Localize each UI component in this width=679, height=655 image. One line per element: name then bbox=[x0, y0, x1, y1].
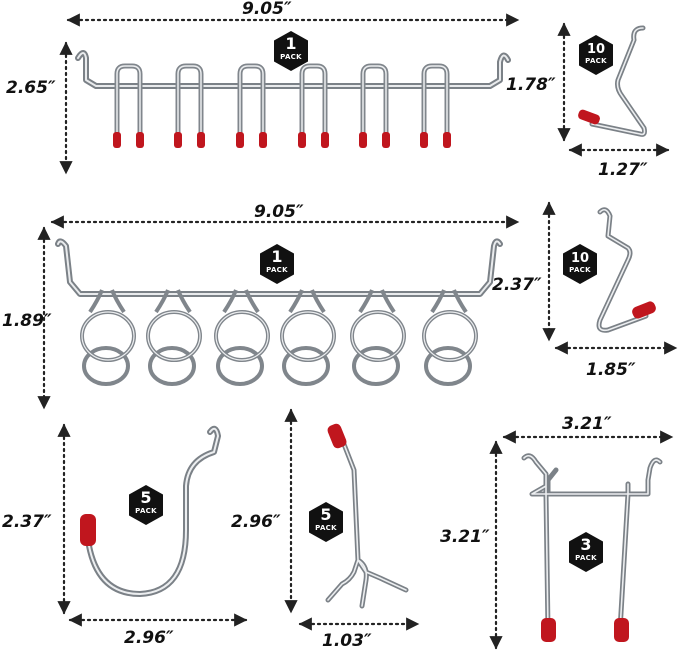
angled-hook-small bbox=[578, 25, 647, 137]
pack-badge-double-prong: 3 PACK bbox=[565, 531, 607, 573]
angled-hook-large bbox=[596, 207, 656, 333]
jhook-width-label: 2.96″ bbox=[124, 628, 174, 648]
ring-hook bbox=[422, 289, 478, 386]
pack-badge-bar2: 1 PACK bbox=[256, 243, 298, 285]
bar2-width-label: 9.05″ bbox=[254, 202, 304, 222]
small-hook-width-label: 1.27″ bbox=[598, 160, 648, 180]
pack-badge-bar1: 1 PACK bbox=[270, 30, 312, 72]
bar1-width-label: 9.05″ bbox=[242, 0, 292, 19]
pack-badge-jhook: 5 PACK bbox=[125, 484, 167, 526]
large-hook-width-label: 1.85″ bbox=[586, 360, 636, 380]
prong-height-label: 3.21″ bbox=[440, 527, 490, 547]
pack-badge-small-hook: 10 PACK bbox=[575, 34, 617, 76]
u-hooks bbox=[114, 63, 450, 141]
large-hook-height-label: 2.37″ bbox=[492, 275, 542, 295]
bar-ring-rack bbox=[55, 238, 503, 297]
pack-badge-tool-holder: 5 PACK bbox=[305, 501, 347, 543]
j-hook bbox=[80, 425, 221, 597]
bar2-height-label: 1.89″ bbox=[2, 311, 52, 331]
tool-width-label: 1.03″ bbox=[322, 631, 372, 651]
ring-hook bbox=[350, 289, 406, 386]
tool-height-label: 2.96″ bbox=[231, 512, 281, 532]
u-hooks-highlight bbox=[116, 65, 448, 139]
tool-holder bbox=[325, 423, 409, 609]
bar1-height-label: 2.65″ bbox=[6, 78, 56, 98]
jhook-height-label: 2.37″ bbox=[2, 512, 52, 532]
ring-hook bbox=[146, 289, 202, 386]
double-prong-hook bbox=[521, 453, 663, 642]
small-hook-height-label: 1.78″ bbox=[506, 75, 556, 95]
ring-hook bbox=[280, 289, 336, 386]
pack-badge-large-hook: 10 PACK bbox=[559, 243, 601, 285]
dimension-arrows bbox=[37, 13, 678, 650]
red-caps bbox=[113, 132, 451, 148]
bar-uhook-rack bbox=[75, 50, 511, 148]
ring-hook bbox=[80, 289, 136, 386]
prong-width-label: 3.21″ bbox=[562, 414, 612, 434]
ring-hook bbox=[214, 289, 270, 386]
ring-hooks bbox=[80, 289, 478, 386]
